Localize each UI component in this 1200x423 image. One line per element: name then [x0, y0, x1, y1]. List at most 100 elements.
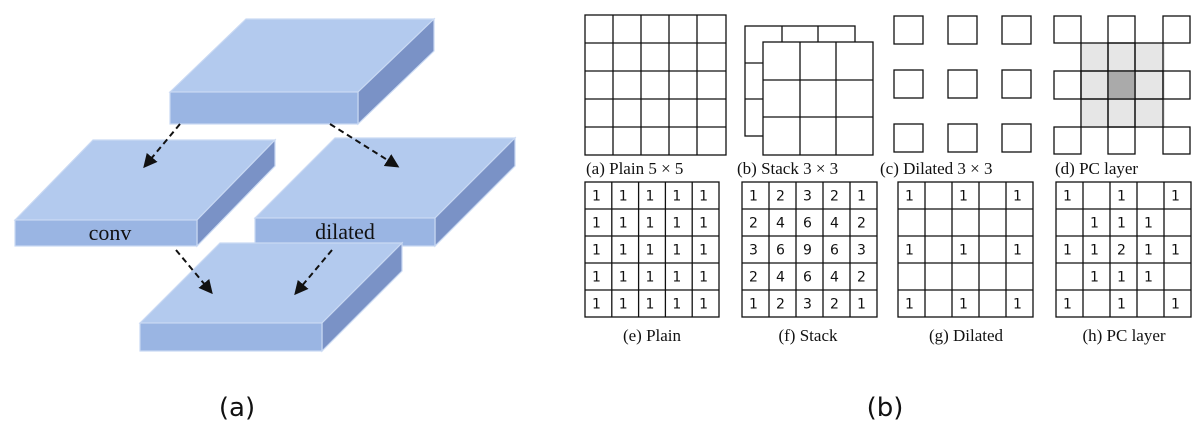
- grid-cell-value: 2: [830, 189, 839, 205]
- grid-cell-value: 1: [672, 297, 681, 313]
- grid-cell-value: 1: [1171, 297, 1180, 313]
- grid-cell-value: 1: [857, 297, 866, 313]
- grid-cell-value: 1: [1117, 297, 1126, 313]
- grid-cell-value: 1: [1013, 189, 1022, 205]
- grid-cell-value: 1: [1063, 189, 1072, 205]
- grid-cell-value: 1: [619, 297, 628, 313]
- grid-cell-value: 1: [905, 297, 914, 313]
- grid-cell-value: 1: [592, 216, 601, 232]
- grid-cell-value: 1: [749, 189, 758, 205]
- grid-cell-value: 1: [1090, 270, 1099, 286]
- stacked-3x3-grids: [744, 25, 874, 156]
- grid-cell-value: 1: [619, 216, 628, 232]
- grid-cell-value: 1: [646, 216, 655, 232]
- caption-dilated-3x3: (c) Dilated 3 × 3: [880, 159, 993, 178]
- dilated-3x3-squares: [893, 15, 1032, 153]
- grid-cell-value: 3: [749, 243, 758, 259]
- grid-cell-value: 1: [646, 243, 655, 259]
- grid-cell-value: 1: [699, 297, 708, 313]
- grid-cell-value: 1: [857, 189, 866, 205]
- grid-cell-value: 1: [1013, 297, 1022, 313]
- grid-cell-value: 1: [646, 270, 655, 286]
- grid-cell-value: 3: [803, 189, 812, 205]
- stack-front-grid: [762, 41, 874, 156]
- grid-cell-value: 1: [619, 243, 628, 259]
- grid-cell-value: 9: [803, 243, 812, 259]
- grid-cell-value: 1: [592, 297, 601, 313]
- grid-cell-value: 1: [749, 297, 758, 313]
- grid-cell-value: 1: [592, 189, 601, 205]
- grid-cell-value: 1: [672, 243, 681, 259]
- grid-cell-value: 1: [646, 297, 655, 313]
- grid-cell-value: 1: [672, 216, 681, 232]
- grid-cell-value: 1: [646, 189, 655, 205]
- caption-pc: (h) PC layer: [1082, 326, 1165, 345]
- grid-cell-value: 1: [699, 216, 708, 232]
- grid-cell-value: 2: [857, 270, 866, 286]
- slab-bottom: [138, 241, 404, 353]
- panel-b-caption: (b): [867, 393, 904, 423]
- arrow-top-to-conv: [143, 123, 181, 169]
- slab-top: [168, 17, 436, 126]
- grid-cell-value: 6: [830, 243, 839, 259]
- caption-stack-3x3: (b) Stack 3 × 3: [737, 159, 838, 178]
- grid-cell-value: 1: [1171, 189, 1180, 205]
- caption-stack: (f) Stack: [778, 326, 838, 345]
- dilated-label: dilated: [315, 219, 375, 244]
- grid-cell-value: 2: [1117, 243, 1126, 259]
- panel-b: (a) Plain 5 × 5 (b) Stack 3 × 3 (c) Dila…: [584, 14, 1192, 423]
- slab-dilated: [253, 136, 517, 248]
- panel-a: conv dilated (a): [13, 17, 517, 423]
- grid-cell-value: 6: [803, 270, 812, 286]
- grid-cell-value: 1: [959, 297, 968, 313]
- grid-cell-value: 3: [803, 297, 812, 313]
- grid-cell-value: 1: [699, 270, 708, 286]
- grid-cell-value: 4: [830, 216, 839, 232]
- grid-cell-value: 1: [592, 243, 601, 259]
- grid-cell-value: 1: [619, 189, 628, 205]
- panel-a-caption: (a): [219, 393, 255, 423]
- grid-cell-value: 1: [672, 189, 681, 205]
- arrow-conv-to-bottom: [175, 249, 213, 295]
- grid-cell-value: 4: [830, 270, 839, 286]
- grid-cell-value: 1: [619, 270, 628, 286]
- grid-cell-value: 2: [776, 297, 785, 313]
- grid-cell-value: 1: [1117, 189, 1126, 205]
- grid-cell-value: 1: [1117, 216, 1126, 232]
- grid-cell-value: 4: [776, 216, 785, 232]
- conv-label: conv: [89, 220, 132, 245]
- grid-cell-value: 2: [830, 297, 839, 313]
- grid-cell-value: 1: [1063, 243, 1072, 259]
- pc-center-cell: [1107, 70, 1136, 100]
- grid-cell-value: 1: [959, 189, 968, 205]
- plain-weight-grid: 1 1 1 1 1 1 1 1 1 1 1 1 1 1 1 1 1 1 1 1 1 1 1 1 1: [584, 181, 720, 318]
- grid-cell-value: 1: [1171, 243, 1180, 259]
- grid-cell-value: 1: [699, 189, 708, 205]
- grid-cell-value: 1: [1090, 243, 1099, 259]
- grid-cell-value: 1: [1090, 216, 1099, 232]
- caption-dilated: (g) Dilated: [929, 326, 1004, 345]
- grid-cell-value: 1: [905, 243, 914, 259]
- pc-layer-pattern: [1053, 15, 1191, 155]
- grid-cell-value: 1: [905, 189, 914, 205]
- grid-cell-value: 1: [1013, 243, 1022, 259]
- grid-cell-value: 1: [699, 243, 708, 259]
- grid-cell-value: 3: [857, 243, 866, 259]
- caption-pc-layer: (d) PC layer: [1055, 159, 1138, 178]
- arrow-top-to-dilated: [329, 123, 400, 168]
- grid-cell-value: 1: [1144, 216, 1153, 232]
- grid-cell-value: 1: [592, 270, 601, 286]
- caption-plain-5x5: (a) Plain 5 × 5: [586, 159, 683, 178]
- grid-cell-value: 1: [1144, 270, 1153, 286]
- grid-cell-value: 2: [749, 270, 758, 286]
- grid-cell-value: 2: [776, 189, 785, 205]
- grid-cell-value: 1: [672, 270, 681, 286]
- caption-plain: (e) Plain: [623, 326, 682, 345]
- grid-cell-value: 6: [803, 216, 812, 232]
- grid-cell-value: 2: [749, 216, 758, 232]
- grid-cell-value: 1: [1144, 243, 1153, 259]
